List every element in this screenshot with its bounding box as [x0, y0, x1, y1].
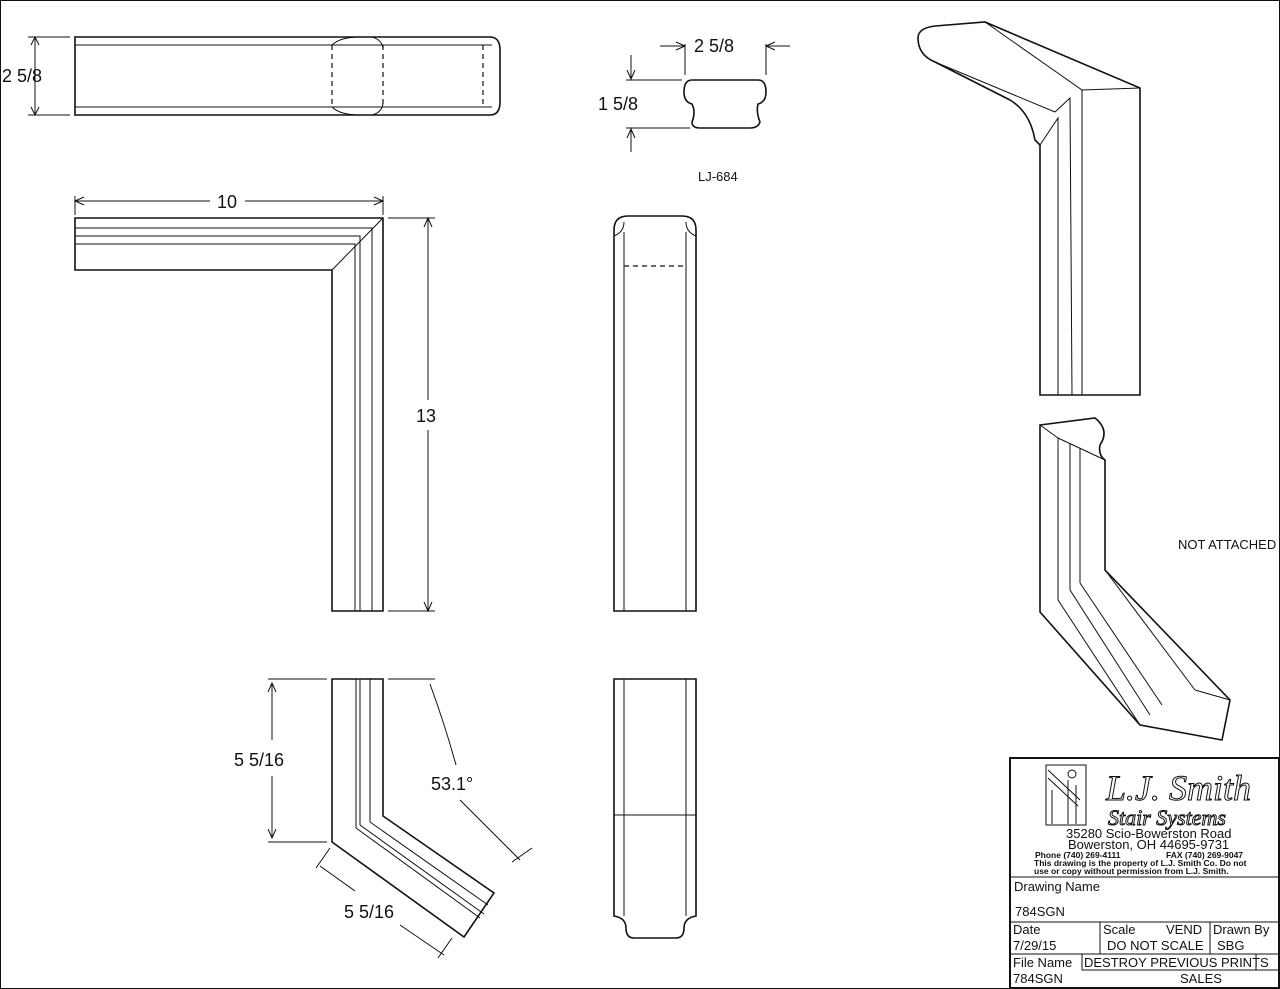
dim-profile-height: 1 5/8 [598, 94, 638, 114]
destroy-note: DESTROY PREVIOUS PRINTS [1084, 955, 1269, 970]
dim-leg-angled: 5 5/16 [344, 902, 394, 922]
dim-end-width: 2 5/8 [2, 66, 42, 86]
drawn-by: SBG [1217, 938, 1244, 953]
notice-line1: This drawing is the property of L.J. Smi… [1034, 858, 1247, 868]
address-line2: Bowerston, OH 44695-9731 [1068, 837, 1229, 852]
isometric-lower [1039, 417, 1231, 741]
side-view-lower [613, 678, 697, 939]
sales-label: SALES [1180, 971, 1222, 986]
file-name-label: File Name [1013, 955, 1072, 970]
drawn-by-label: Drawn By [1213, 922, 1270, 937]
svg-text:Stair Systems: Stair Systems [1108, 805, 1226, 830]
dim-profile-width: 2 5/8 [694, 36, 734, 56]
side-view-upper [613, 215, 697, 612]
scale-value: DO NOT SCALE [1107, 938, 1204, 953]
phone: Phone (740) 269-4111 [1035, 850, 1121, 860]
dim-angle: 53.1° [431, 774, 473, 794]
file-name: 784SGN [1013, 971, 1063, 986]
dim-vertical-length: 13 [416, 406, 436, 426]
fax: FAX (740) 269-9047 [1166, 850, 1243, 860]
top-view-straight: 2 5/8 [2, 35, 501, 117]
svg-text:L.J. Smith: L.J. Smith [1105, 768, 1251, 808]
not-attached-note: NOT ATTACHED [1178, 537, 1276, 552]
scale-label: Scale [1103, 922, 1136, 937]
company-logo: L.J. Smith Stair Systems [1045, 764, 1252, 831]
profile-view: 2 5/8 1 5/8 LJ-684 [598, 36, 790, 184]
dim-leg-vertical: 5 5/16 [234, 750, 284, 770]
title-block: L.J. Smith Stair Systems 35280 Scio-Bowe… [1009, 757, 1280, 989]
angled-view: 5 5/16 5 5/16 53.1° [234, 678, 533, 959]
address-line1: 35280 Scio-Bowerston Road [1066, 826, 1232, 841]
isometric-upper [917, 21, 1141, 396]
drawing-name: 784SGN [1015, 904, 1065, 919]
date: 7/29/15 [1013, 938, 1056, 953]
plan-view-corner: 10 13 [73, 192, 436, 613]
profile-name: LJ-684 [698, 169, 738, 184]
date-label: Date [1013, 922, 1040, 937]
drawing-name-label: Drawing Name [1014, 879, 1100, 894]
dim-horizontal-length: 10 [217, 192, 237, 212]
scale-vend: VEND [1166, 922, 1202, 937]
notice-line2: use or copy without permission from L.J.… [1034, 866, 1229, 876]
